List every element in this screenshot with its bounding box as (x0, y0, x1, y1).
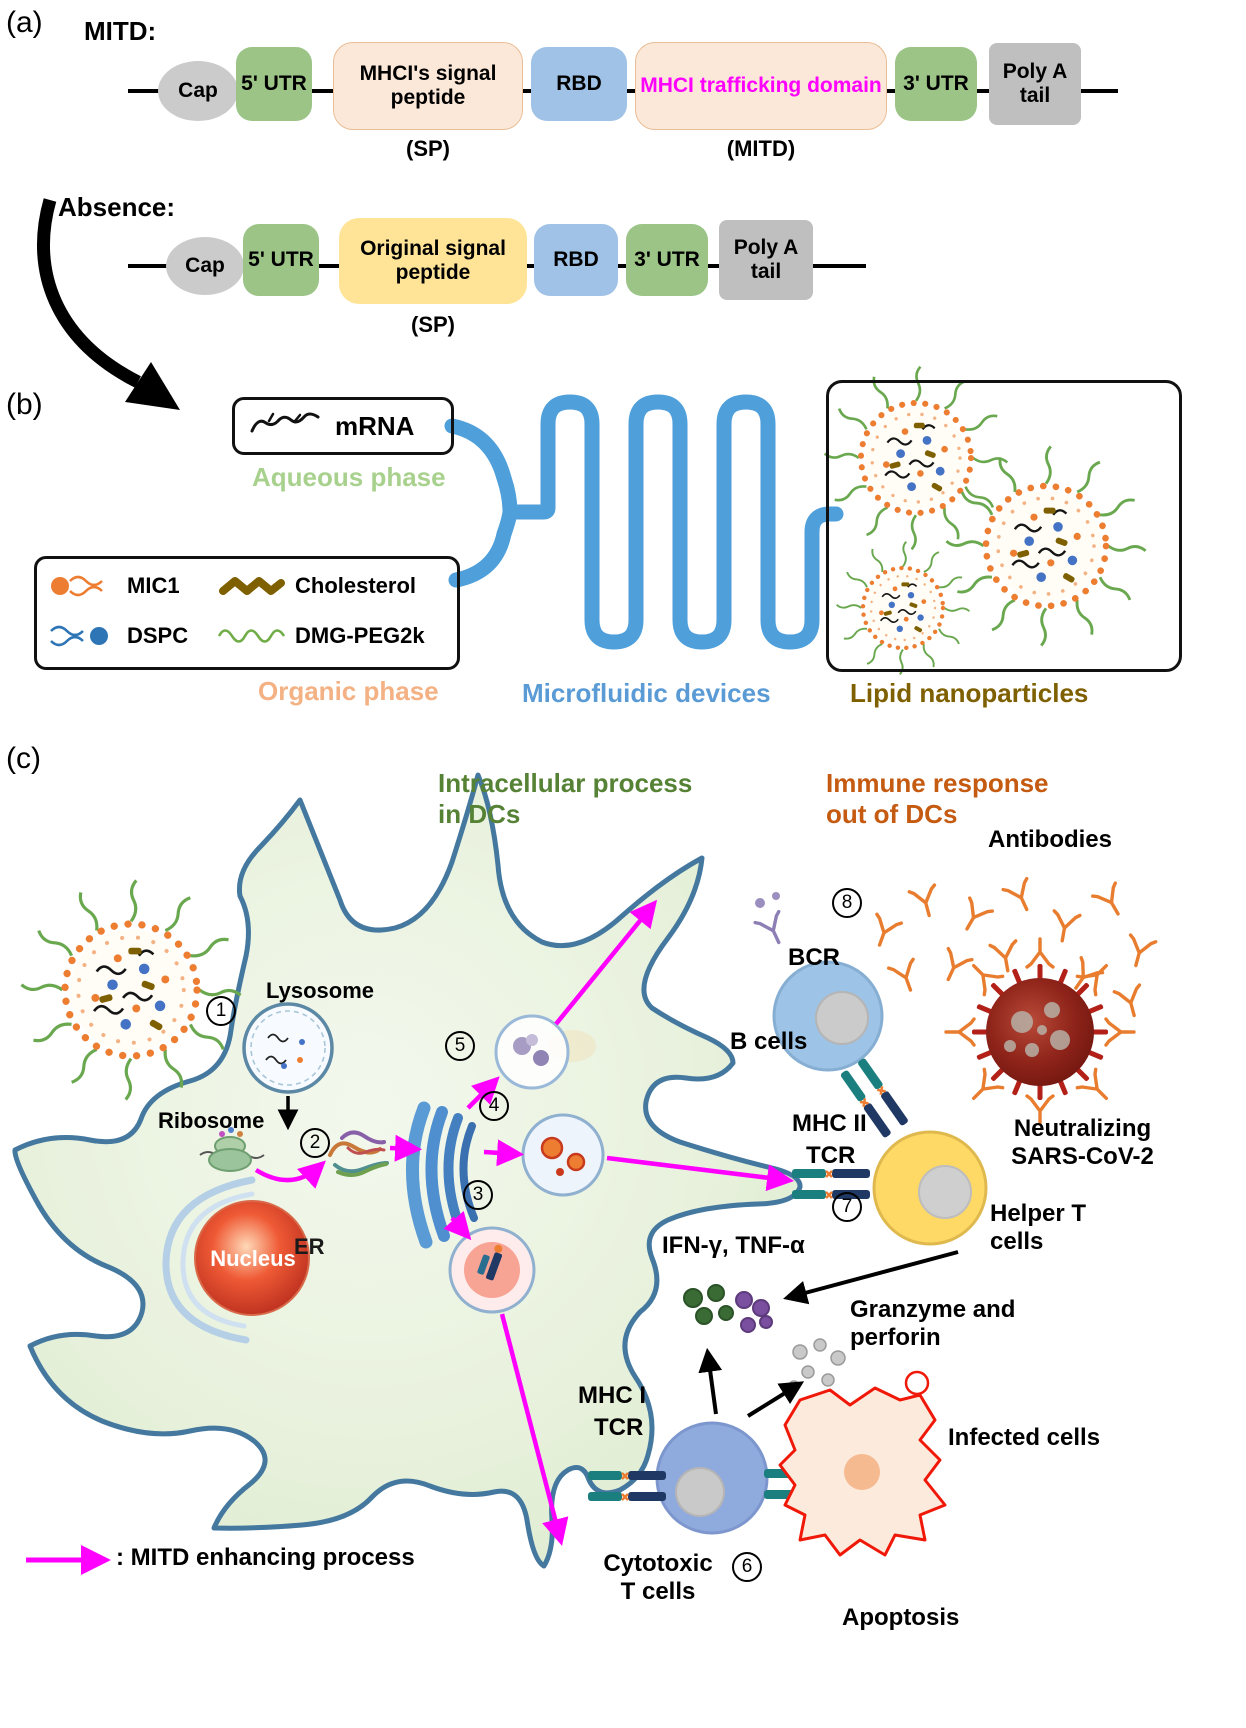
cytotoxic-t-cell (655, 1421, 769, 1535)
cholesterol-label: Cholesterol (295, 573, 417, 598)
granzyme-label: Granzyme and perforin (850, 1296, 1016, 1351)
mitd-legend-text: : MITD enhancing process (116, 1544, 415, 1571)
panel-b-label: (b) (6, 388, 43, 421)
c1-polya-block: Poly A tail (989, 43, 1081, 125)
mrna-label: mRNA (335, 410, 415, 441)
c1-rbd-block: RBD (531, 47, 627, 121)
lnp-box (826, 380, 1182, 672)
mrna-strand-icon (250, 412, 320, 433)
dmg-peg-icon (217, 629, 286, 643)
ifn-tnf-label: IFN-γ, TNF-α (662, 1232, 805, 1259)
step-4-badge: 4 (479, 1091, 509, 1121)
absence-construct-title: Absence: (58, 192, 176, 222)
step-2-badge: 2 (300, 1128, 330, 1158)
c2-3utr-block: 3' UTR (626, 224, 708, 296)
c1-mitd-sublabel: (MITD) (726, 136, 796, 161)
c1-5utr-block: 5' UTR (236, 47, 312, 121)
panel-a-flow-arrow (37, 198, 180, 410)
dspc-lipid-icon (50, 625, 108, 647)
translated-protein (328, 1130, 389, 1177)
bcr-label: BCR (788, 944, 840, 971)
infected-cells-label: Infected cells (948, 1424, 1101, 1451)
cholesterol-icon (219, 577, 285, 595)
microfluidic-devices-label: Microfluidic devices (522, 678, 771, 708)
c1-cap-block: Cap (158, 61, 238, 121)
sars-cov-2-virion (972, 964, 1108, 1100)
c1-mitd-block: MHCI trafficking domain (635, 42, 887, 130)
step-1-badge: 1 (206, 996, 236, 1026)
panel-c-label: (c) (6, 742, 41, 775)
microfluidic-channel (444, 394, 844, 650)
mitd-process-arrows (254, 899, 795, 1546)
antibodies-label: Antibodies (988, 826, 1112, 853)
mhc2-tcr-synapse (790, 1167, 872, 1201)
cytotoxic-t-label: Cytotoxic T cells (603, 1550, 713, 1605)
b-cell (772, 960, 884, 1072)
c1-3utr-block: 3' UTR (895, 47, 977, 121)
step-3-badge: 3 (463, 1180, 493, 1210)
mhc2-label: MHC II (792, 1110, 867, 1137)
tcr-bottom-label: TCR (594, 1414, 644, 1441)
helper-t-label: Helper T cells (990, 1200, 1087, 1255)
apoptosis-label: Apoptosis (842, 1604, 960, 1631)
lipid-legend-box: MIC1 Cholesterol DSPC DMG-PEG2k (34, 556, 460, 670)
neutralizing-label: Neutralizing SARS-CoV-2 (1011, 1115, 1154, 1170)
mic1-label: MIC1 (127, 573, 180, 598)
cytokine-dots (683, 1284, 773, 1333)
infected-cell (778, 1370, 947, 1557)
mic1-lipid-icon (51, 575, 103, 597)
ribosome-label: Ribosome (158, 1108, 265, 1133)
lysosome-label: Lysosome (266, 978, 375, 1003)
endosome-vesicle-4 (521, 1113, 605, 1197)
c2-5utr-block: 5' UTR (243, 224, 319, 296)
er-label: ER (294, 1234, 325, 1259)
tcr-top-label: TCR (806, 1142, 856, 1169)
step-8-badge: 8 (832, 888, 862, 918)
secretory-vesicle-5 (494, 1014, 596, 1090)
mitd-construct-title: MITD: (84, 16, 157, 46)
c2-signal-peptide-block: Original signal peptide (339, 218, 527, 304)
c2-sp-sublabel: (SP) (411, 312, 455, 337)
endoplasmic-reticulum (162, 1176, 256, 1344)
lysosome (242, 1002, 334, 1094)
mrna-box: mRNA (232, 397, 454, 455)
intracellular-title: Intracellular process in DCs (438, 768, 693, 829)
c2-cap-block: Cap (166, 237, 244, 295)
step-6-badge: 6 (732, 1552, 762, 1582)
bcr-icon (753, 892, 793, 950)
step-7-badge: 7 (832, 1192, 862, 1222)
mhc1-label: MHC I (578, 1382, 646, 1409)
ribosome (199, 1127, 265, 1172)
c2-polya-block: Poly A tail (719, 220, 813, 300)
mhc1-loading-vesicle-3 (448, 1226, 536, 1314)
step-5-badge: 5 (445, 1031, 475, 1061)
organic-phase-label: Organic phase (258, 676, 439, 706)
c1-signal-peptide-block: MHCI's signal peptide (333, 42, 523, 130)
lnp-uptake (21, 880, 240, 1099)
nucleus-label: Nucleus (210, 1246, 296, 1271)
panel-a-label: (a) (6, 6, 43, 39)
helper-t-cell (872, 1130, 988, 1246)
granzyme-dots (788, 1338, 846, 1392)
aqueous-phase-label: Aqueous phase (252, 462, 446, 492)
c2-rbd-block: RBD (534, 224, 618, 296)
nucleus (194, 1200, 310, 1316)
immune-response-title: Immune response out of DCs (826, 768, 1049, 829)
lipid-nanoparticles-label: Lipid nanoparticles (850, 678, 1089, 708)
dmg-peg-label: DMG-PEG2k (295, 623, 425, 648)
c1-sp-sublabel: (SP) (406, 136, 450, 161)
black-arrows (698, 1250, 959, 1418)
dspc-label: DSPC (127, 623, 189, 648)
b-cells-label: B cells (730, 1028, 808, 1055)
